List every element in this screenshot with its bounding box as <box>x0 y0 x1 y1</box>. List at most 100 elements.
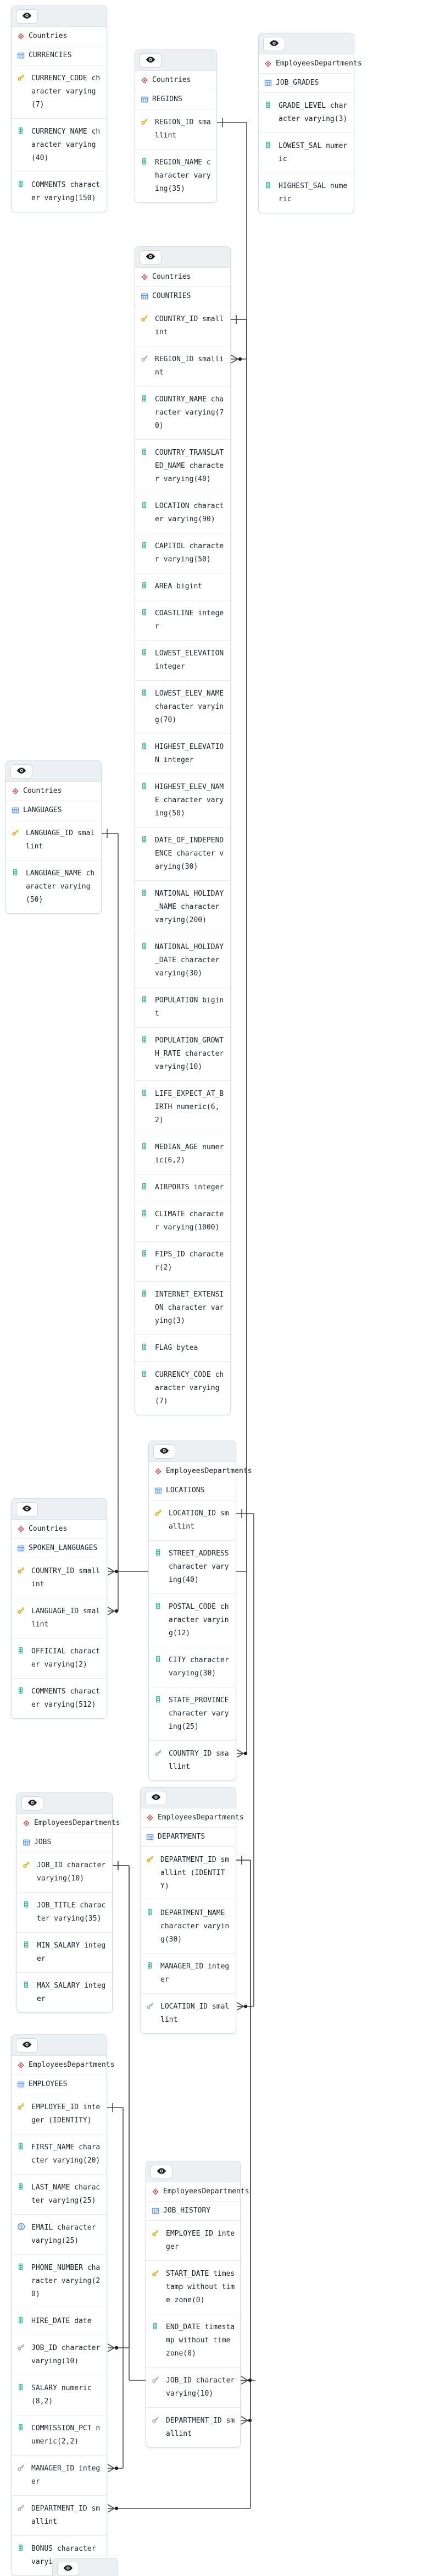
table-header-bar <box>259 34 354 54</box>
column-definition: REGION_NAME character varying(35) <box>155 158 211 193</box>
column-row-state_province: STATE_PROVINCE character varying(25) <box>149 1687 236 1740</box>
visibility-toggle-button[interactable] <box>21 1796 43 1811</box>
visibility-toggle-button[interactable] <box>16 9 38 24</box>
schema-row: Countries <box>135 71 216 90</box>
column-definition: MIN_SALARY integer <box>37 1941 106 1963</box>
table-header-bar <box>12 1499 107 1520</box>
column-definition: CURRENCY_CODE character varying(7) <box>155 1371 224 1405</box>
table-name-row: JOB_HISTORY <box>146 2202 240 2221</box>
table-header-bar <box>12 2035 107 2056</box>
visibility-toggle-button[interactable] <box>140 53 162 68</box>
column-icon <box>141 1182 152 1194</box>
foreign-key-icon <box>152 2375 163 2401</box>
visibility-toggle-button[interactable] <box>10 764 32 779</box>
column-definition: CLIMATE character varying(1000) <box>155 1210 224 1232</box>
column-definition: LOCATION_ID smallint <box>160 2003 230 2024</box>
column-definition: MANAGER_ID integer <box>160 1962 230 1984</box>
schema-icon <box>17 1525 25 1533</box>
column-row-date_of_independence: DATE_OF_INDEPENDENCE character varying(3… <box>135 827 230 880</box>
table-name: LOCATIONS <box>166 1486 205 1494</box>
visibility-toggle-button[interactable] <box>16 2038 38 2053</box>
column-icon <box>17 2423 28 2448</box>
column-icon <box>141 581 152 593</box>
visibility-toggle-button[interactable] <box>263 36 285 51</box>
schema-name: EmployeesDepartments <box>158 1813 244 1822</box>
eye-icon <box>22 12 32 21</box>
column-icon <box>141 608 152 633</box>
column-definition: INTERNET_EXTENSION character varying(3) <box>155 1290 224 1325</box>
column-icon <box>154 1655 165 1680</box>
column-icon <box>152 2322 163 2360</box>
column-definition: FLAG bytea <box>155 1344 198 1352</box>
table-icon <box>141 96 148 103</box>
column-icon <box>17 2182 28 2208</box>
column-row-airports: AIRPORTS integer <box>135 1174 230 1201</box>
table-name-row: DEPARTMENTS <box>141 1828 236 1847</box>
primary-key-icon <box>141 314 152 339</box>
eye-icon <box>159 1447 169 1456</box>
foreign-key-icon <box>17 2343 28 2368</box>
primary-key-icon <box>152 2229 163 2254</box>
column-row-region_id: REGION_ID smallint <box>135 109 216 149</box>
primary-key-icon <box>17 1606 28 1631</box>
primary-key-icon <box>17 2102 28 2127</box>
column-row-flag: FLAG bytea <box>135 1334 230 1361</box>
column-row-job_title: JOB_TITLE character varying(35) <box>17 1892 112 1932</box>
column-row-area: AREA bigint <box>135 573 230 600</box>
column-definition: FIRST_NAME character varying(20) <box>31 2143 101 2165</box>
column-row-job_id: JOB_ID character varying(10) <box>146 2367 240 2407</box>
eye-icon <box>22 2041 32 2050</box>
table-icon <box>23 1839 30 1846</box>
column-definition: SALARY numeric(8,2) <box>31 2384 92 2406</box>
schema-row: EmployeesDepartments <box>146 2182 249 2202</box>
column-definition: JOB_TITLE character varying(35) <box>37 1901 106 1923</box>
column-row-currency_name: CURRENCY_NAME character varying(40) <box>12 118 107 172</box>
column-definition: POPULATION bigint <box>155 996 224 1018</box>
column-definition: GRADE_LEVEL character varying(3) <box>279 102 348 123</box>
column-icon <box>17 2316 28 2328</box>
visibility-toggle-button[interactable] <box>140 250 162 264</box>
column-definition: JOB_ID character varying(10) <box>31 2344 101 2365</box>
table-name: EMPLOYEES <box>29 2080 68 2088</box>
table-name: CURRENCIES <box>29 51 72 59</box>
schema-row: EmployeesDepartments <box>149 1462 252 1481</box>
column-row-country_id: COUNTRY_ID smallint <box>135 306 230 346</box>
table-icon <box>17 52 25 59</box>
column-icon <box>141 1089 152 1127</box>
column-icon <box>141 742 152 767</box>
column-icon <box>146 1961 157 1987</box>
column-icon <box>23 1940 34 1966</box>
visibility-toggle-button[interactable] <box>16 1502 38 1516</box>
column-definition: LANGUAGE_NAME character varying(50) <box>26 869 95 904</box>
column-definition: MANAGER_ID integer <box>31 2464 101 2486</box>
schema-name: Countries <box>29 32 68 40</box>
column-icon <box>154 1695 165 1734</box>
column-row-salary: SALARY numeric(8,2) <box>12 2375 107 2415</box>
column-row-capitol: CAPITOL character varying(50) <box>135 533 230 573</box>
cropped-table-header[interactable] <box>52 2558 118 2576</box>
column-row-location: LOCATION character varying(90) <box>135 493 230 533</box>
visibility-toggle-button[interactable] <box>153 1444 175 1459</box>
schema-name: EmployeesDepartments <box>29 2061 115 2069</box>
visibility-toggle-button[interactable] <box>145 1790 167 1805</box>
visibility-toggle-button[interactable] <box>57 2562 79 2576</box>
visibility-toggle-button[interactable] <box>151 2164 172 2179</box>
column-icon <box>17 2142 28 2167</box>
primary-key-icon <box>146 1855 157 1893</box>
table-name: JOB_HISTORY <box>163 2207 211 2215</box>
column-row-comments: COMMENTS character varying(512) <box>12 1678 107 1718</box>
column-icon <box>23 1981 34 2006</box>
